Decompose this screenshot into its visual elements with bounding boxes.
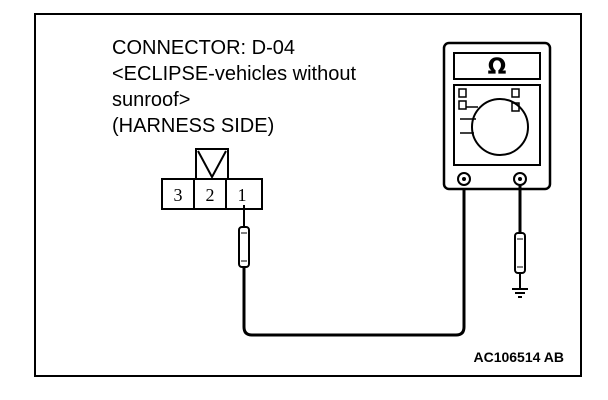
meter-jack-left-center [462,177,466,181]
vehicle-condition-line1: <ECLIPSE-vehicles without [112,63,357,85]
probe-left [238,205,250,268]
range-indicator [458,88,467,98]
ohm-symbol: Ω [488,55,507,80]
lock-tab-mark [197,150,227,180]
ohmmeter: Ω [442,41,552,191]
pin-label-2: 2 [206,185,215,205]
probe-right [512,185,528,298]
wiring-diagram: 3 2 1 Ω [161,41,552,337]
test-lead-wire [242,179,466,337]
vehicle-condition-line2: sunroof> [112,89,191,111]
range-indicator [511,102,520,112]
meter-display [453,52,541,80]
figure-code: AC106514 AB [473,349,564,365]
connector-lock-tab [195,148,229,180]
pin-label-1: 1 [238,185,247,205]
meter-jack-right-center [518,177,522,181]
diagram-frame: CONNECTOR: D-04 <ECLIPSE-vehicles withou… [34,13,582,377]
connector-caption: CONNECTOR: D-04 <ECLIPSE-vehicles withou… [112,35,356,139]
connector-name: CONNECTOR: D-04 [112,37,295,59]
pin-label-3: 3 [174,185,183,205]
harness-side-label: (HARNESS SIDE) [112,115,275,137]
range-indicator [511,88,520,98]
selector-dial [471,98,529,156]
range-indicator [458,100,467,110]
connector-d04: 3 2 1 [161,148,263,210]
